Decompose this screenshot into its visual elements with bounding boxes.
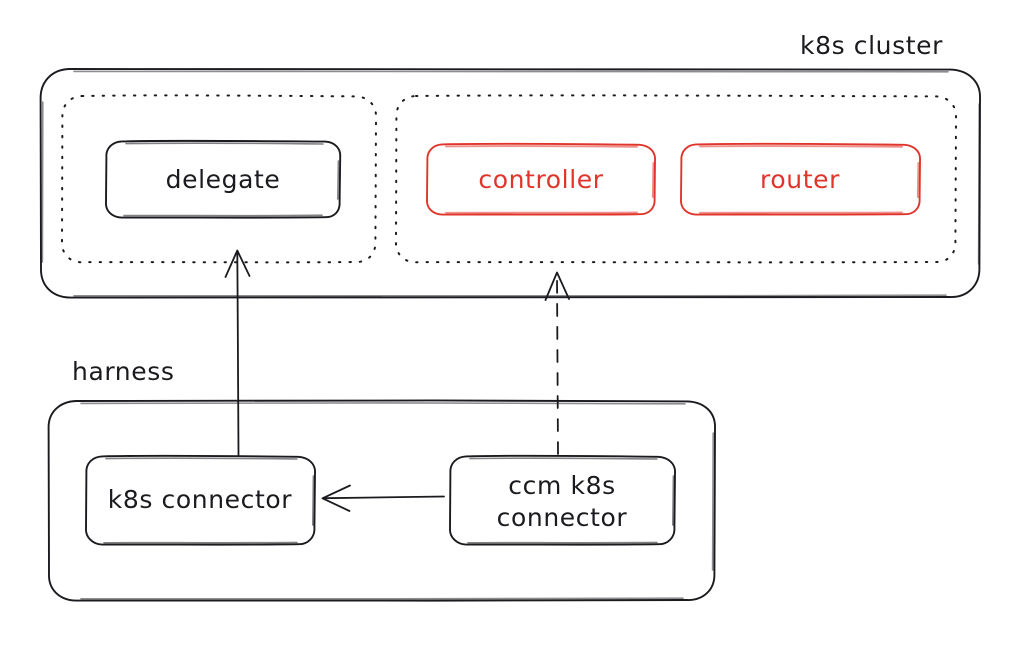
services-group-container bbox=[394, 94, 958, 264]
connection-ccm-to-services bbox=[544, 271, 570, 455]
connection-ccm-to-k8s-connector bbox=[321, 484, 445, 512]
connection-k8s-connector-to-delegate bbox=[224, 249, 251, 456]
node-router-label: router bbox=[760, 165, 840, 194]
node-k8s-connector-label: k8s connector bbox=[108, 485, 293, 514]
k8s-cluster-label: k8s cluster bbox=[800, 31, 943, 60]
node-delegate[interactable]: delegate bbox=[105, 139, 342, 219]
node-controller-label: controller bbox=[478, 165, 603, 194]
harness-container bbox=[47, 399, 716, 602]
node-delegate-label: delegate bbox=[166, 165, 281, 194]
node-router[interactable]: router bbox=[680, 142, 921, 216]
node-ccm-k8s-connector-label-line1: ccm k8s bbox=[508, 471, 615, 500]
harness-label: harness bbox=[72, 357, 174, 386]
node-controller[interactable]: controller bbox=[426, 142, 656, 216]
node-ccm-k8s-connector[interactable]: ccm k8s connector bbox=[449, 454, 676, 546]
node-ccm-k8s-connector-label-line2: connector bbox=[497, 503, 628, 532]
node-k8s-connector[interactable]: k8s connector bbox=[85, 454, 316, 546]
